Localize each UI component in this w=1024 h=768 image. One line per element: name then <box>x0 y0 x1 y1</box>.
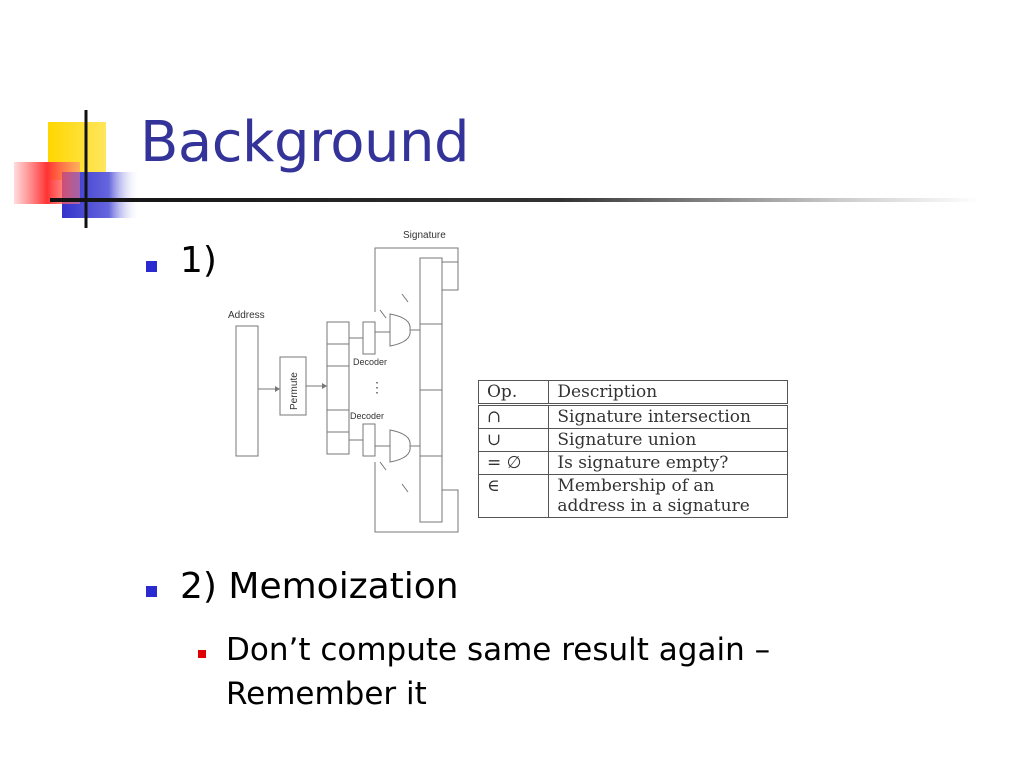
signature-hardware-diagram: Signature Address Permute Decoder ⋮ Deco… <box>228 230 459 533</box>
signature-operations-table: Op. Description ∩ Signature intersection… <box>477 380 788 518</box>
address-label: Address <box>228 310 265 321</box>
bullet-text-1: 1) <box>180 240 217 281</box>
bullet-marker <box>146 261 157 272</box>
decoder-label-2: Decoder <box>350 411 384 421</box>
header-op: Op. <box>477 380 550 406</box>
bullet-marker <box>146 586 157 597</box>
permute-label: Permute <box>289 372 300 410</box>
description-cell: Membership of an address in a signature <box>548 474 788 518</box>
table-row: = ∅ Is signature empty? <box>477 451 788 475</box>
bullet-text-2: 2) Memoization <box>180 566 459 607</box>
title-underline <box>50 198 980 202</box>
sub-bullet-marker <box>198 650 206 658</box>
vertical-ellipsis: ⋮ <box>370 379 384 395</box>
slide-title: Background <box>140 110 470 175</box>
op-cell: ∪ <box>477 428 550 452</box>
description-cell: Signature intersection <box>548 404 788 429</box>
decorative-corner-graphic <box>14 110 140 228</box>
decoder-label-1: Decoder <box>353 357 387 367</box>
signature-label: Signature <box>403 230 446 241</box>
sub-bullet-text: Don’t compute same result again – Rememb… <box>226 632 771 712</box>
table-row: ∪ Signature union <box>477 428 788 452</box>
table-row: ∈ Membership of an address in a signatur… <box>477 474 788 518</box>
table-row: ∩ Signature intersection <box>477 404 788 429</box>
description-cell: Signature union <box>548 428 788 452</box>
header-description: Description <box>548 380 788 406</box>
op-cell: ∈ <box>477 474 550 518</box>
description-cell: Is signature empty? <box>548 451 788 475</box>
op-cell: = ∅ <box>477 451 550 475</box>
table-header-row: Op. Description <box>477 380 788 406</box>
op-cell: ∩ <box>477 404 550 429</box>
